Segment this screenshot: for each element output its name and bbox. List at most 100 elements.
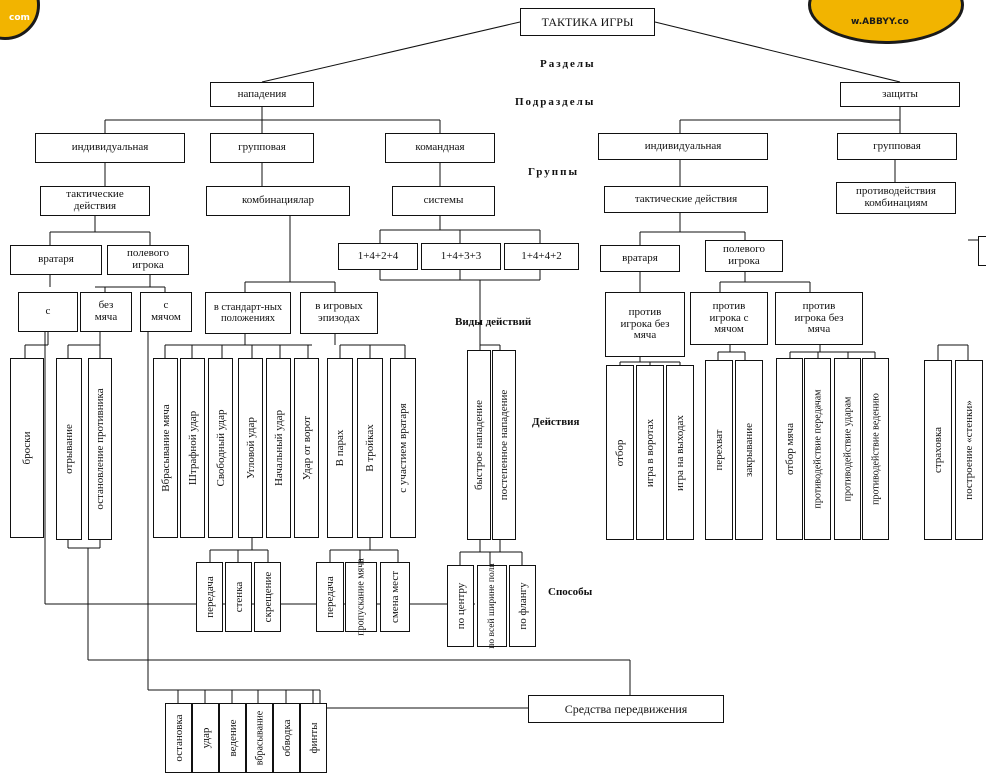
node-protivod-komb: противодействия комбинациям	[836, 182, 956, 214]
action-postroenie-text: построение «стенки»	[963, 400, 975, 500]
label-deystviya: Действия	[532, 416, 580, 428]
action-ot-vorot: Удар от ворот	[294, 358, 319, 538]
way-peredacha-1: передача	[196, 562, 223, 632]
label-vidy: Виды действий	[455, 316, 532, 328]
node-s: с	[18, 292, 78, 332]
action-nachalny-text: Начальный удар	[272, 409, 285, 487]
way-smena-mest: смена мест	[380, 562, 410, 632]
action-s-uchastiem-text: с участием вратаря	[397, 403, 409, 493]
action-postepennoe-text: постепенное нападение	[498, 389, 510, 501]
action-broski: броски	[10, 358, 44, 538]
action-v-parah: В парах	[327, 358, 353, 538]
action-svobodny: Свободный удар	[208, 358, 233, 538]
node-takt-att: тактические действия	[40, 186, 150, 216]
label-podrazdely: Подразделы	[515, 96, 596, 108]
node-ind-def: индивидуальная	[598, 133, 768, 160]
action-postepennoe: постепенное нападение	[492, 350, 516, 540]
way-skreschenie-text: скрещение	[261, 571, 274, 623]
node-kombinatsii: комбинациялар	[206, 186, 350, 216]
means-vbrasyvanie-text: вбрасывание	[254, 710, 265, 766]
action-otryvanie-text: отрывание	[63, 424, 75, 474]
action-zakryvanie: закрывание	[735, 360, 763, 540]
node-bez-myacha: без мяча	[80, 292, 132, 332]
action-ostanovlenie: остановление противника	[88, 358, 112, 540]
action-otbor: отбор	[606, 365, 634, 540]
action-protiv-udaram: противодействие ударам	[834, 358, 861, 540]
way-po-flangu: по флангу	[509, 565, 536, 647]
action-bystroe-text: быстрое нападение	[473, 399, 485, 491]
action-strahovka: страховка	[924, 360, 952, 540]
action-protiv-vedeniyu-text: противодействие ведению	[870, 393, 881, 505]
node-zaschity: защиты	[840, 82, 960, 107]
way-po-vsey: по всей ширине поля	[477, 563, 507, 649]
node-polevogo-def: полевого игрока	[705, 240, 783, 272]
action-ot-vorot-text: Удар от ворот	[300, 415, 313, 481]
node-standart: в стандарт-ных положениях	[205, 292, 291, 334]
way-po-flangu-text: по флангу	[516, 582, 529, 630]
way-smena-mest-text: смена мест	[389, 570, 401, 624]
diagram-title: ТАКТИКА ИГРЫ	[520, 8, 655, 36]
means-udar: удар	[192, 703, 219, 773]
node-s-myachom: с мячом	[140, 292, 192, 332]
means-vedenie: ведение	[219, 703, 246, 773]
action-vbrasyvanie-myacha: Вбрасывание мяча	[153, 358, 178, 538]
way-propuskanie-text: пропускание мяча	[355, 558, 367, 636]
action-zakryvanie-text: закрывание	[743, 422, 755, 478]
action-igra-na-vyhodah: игра на выходах	[666, 365, 694, 540]
action-igra-v-vorotah: игра в воротах	[636, 365, 664, 540]
node-cut-right	[978, 236, 986, 266]
action-protiv-udaram-text: противодействие ударам	[842, 396, 853, 502]
action-igra-na-vyhodah-text: игра на выходах	[674, 414, 686, 491]
action-otbor-text: отбор	[614, 439, 626, 466]
action-perehvat: перехват	[705, 360, 733, 540]
badge-left-text: com	[9, 13, 30, 23]
means-finty: финты	[300, 703, 327, 773]
action-broski-text: броски	[21, 431, 33, 465]
label-sposoby: Способы	[548, 586, 593, 598]
way-peredacha-2-text: передача	[324, 576, 336, 618]
action-v-troykah-text: В тройках	[364, 424, 376, 472]
node-polevogo-att: полевого игрока	[107, 245, 189, 275]
action-uglovoy: Угловой удар	[238, 358, 263, 538]
way-peredacha-2: передача	[316, 562, 344, 632]
action-postroenie: построение «стенки»	[955, 360, 983, 540]
action-otbor-myacha-text: отбор мяча	[783, 423, 796, 475]
action-igra-v-vorotah-text: игра в воротах	[644, 418, 656, 487]
node-sredstva: Средства передвижения	[528, 695, 724, 723]
way-po-tsentru-text: по центру	[454, 582, 467, 630]
action-v-parah-text: В парах	[334, 429, 346, 467]
action-shtrafnoy-text: Штрафной удар	[186, 410, 199, 486]
action-perehvat-text: перехват	[713, 429, 725, 471]
node-sistemy: системы	[392, 186, 495, 216]
way-stenka-text: стенка	[232, 581, 245, 613]
node-formation-2: 1+4+3+3	[421, 243, 501, 270]
action-shtrafnoy: Штрафной удар	[180, 358, 205, 538]
node-takt-def: тактические действия	[604, 186, 768, 213]
means-vedenie-text: ведение	[226, 719, 239, 757]
way-peredacha-1-text: передача	[203, 576, 216, 618]
means-ostanovka-text: остановка	[172, 714, 185, 762]
action-otbor-myacha: отбор мяча	[776, 358, 803, 540]
action-svobodny-text: Свободный удар	[214, 409, 227, 487]
way-propuskanie: пропускание мяча	[345, 558, 377, 636]
means-obvodka-text: обводка	[280, 719, 293, 757]
node-grp-def: групповая	[837, 133, 957, 160]
means-udar-text: удар	[199, 727, 212, 749]
means-obvodka: обводка	[273, 703, 300, 773]
action-protiv-vedeniyu: противодействие ведению	[862, 358, 889, 540]
node-protiv-bez-1: против игрока без мяча	[605, 292, 685, 357]
node-grp-att: групповая	[210, 133, 314, 163]
way-skreschenie: скрещение	[254, 562, 281, 632]
means-vbrasyvanie: вбрасывание	[246, 703, 273, 773]
node-formation-3: 1+4+4+2	[504, 243, 579, 270]
node-formation-1: 1+4+2+4	[338, 243, 418, 270]
node-napadeniya: нападения	[210, 82, 314, 107]
node-vratarya-att: вратаря	[10, 245, 102, 275]
node-vratarya-def: вратаря	[600, 245, 680, 272]
action-uglovoy-text: Угловой удар	[244, 417, 257, 479]
node-protiv-bez-2: против игрока без мяча	[775, 292, 863, 345]
badge-right-text: w.ABBYY.co	[851, 17, 909, 27]
node-ind-att: индивидуальная	[35, 133, 185, 163]
way-po-tsentru: по центру	[447, 565, 474, 647]
